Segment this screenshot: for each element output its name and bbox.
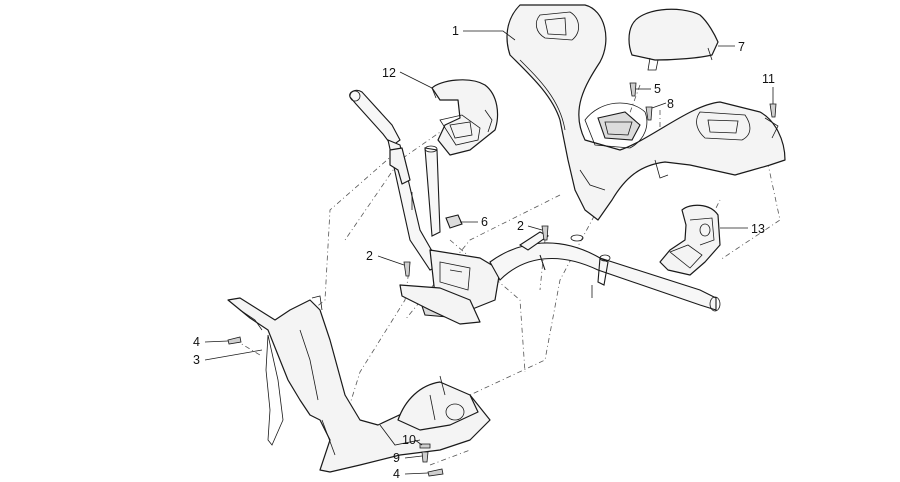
screw-2a [403, 261, 411, 277]
screw-2b [541, 225, 549, 241]
screw-8 [645, 106, 653, 121]
callout-5: 5 [654, 82, 661, 96]
callout-labels: 1 2 2 3 4 4 5 6 7 8 9 10 11 12 13 [193, 24, 775, 481]
callout-1: 1 [452, 24, 459, 38]
callout-2-left: 2 [366, 249, 373, 263]
callout-4-upper: 4 [193, 335, 200, 349]
screw-5 [629, 82, 637, 97]
left-switch-housing [431, 79, 499, 156]
callout-6: 6 [481, 215, 488, 229]
callout-12: 12 [382, 66, 396, 80]
screws [227, 82, 777, 477]
callout-9: 9 [393, 451, 400, 465]
callout-3: 3 [193, 353, 200, 367]
callout-11: 11 [762, 72, 775, 86]
instrument-cover-cap [628, 8, 719, 71]
leader-lines [204, 30, 774, 475]
callout-8: 8 [667, 97, 674, 111]
callout-4-lower: 4 [393, 467, 400, 481]
screw-11 [769, 103, 777, 118]
callout-10: 10 [402, 433, 416, 447]
callout-13: 13 [751, 222, 765, 236]
callout-2-upper: 2 [517, 219, 524, 233]
upper-handlebar-cover [506, 4, 786, 221]
washer-10 [419, 443, 431, 449]
right-switch-housing [659, 204, 721, 276]
clip-nut [445, 214, 463, 229]
screw-4b [427, 468, 444, 477]
lower-front-cover [227, 295, 491, 473]
screw-4a [227, 336, 242, 345]
handlebar-frame [349, 89, 721, 325]
screw-9 [421, 451, 429, 463]
callout-7: 7 [738, 40, 745, 54]
